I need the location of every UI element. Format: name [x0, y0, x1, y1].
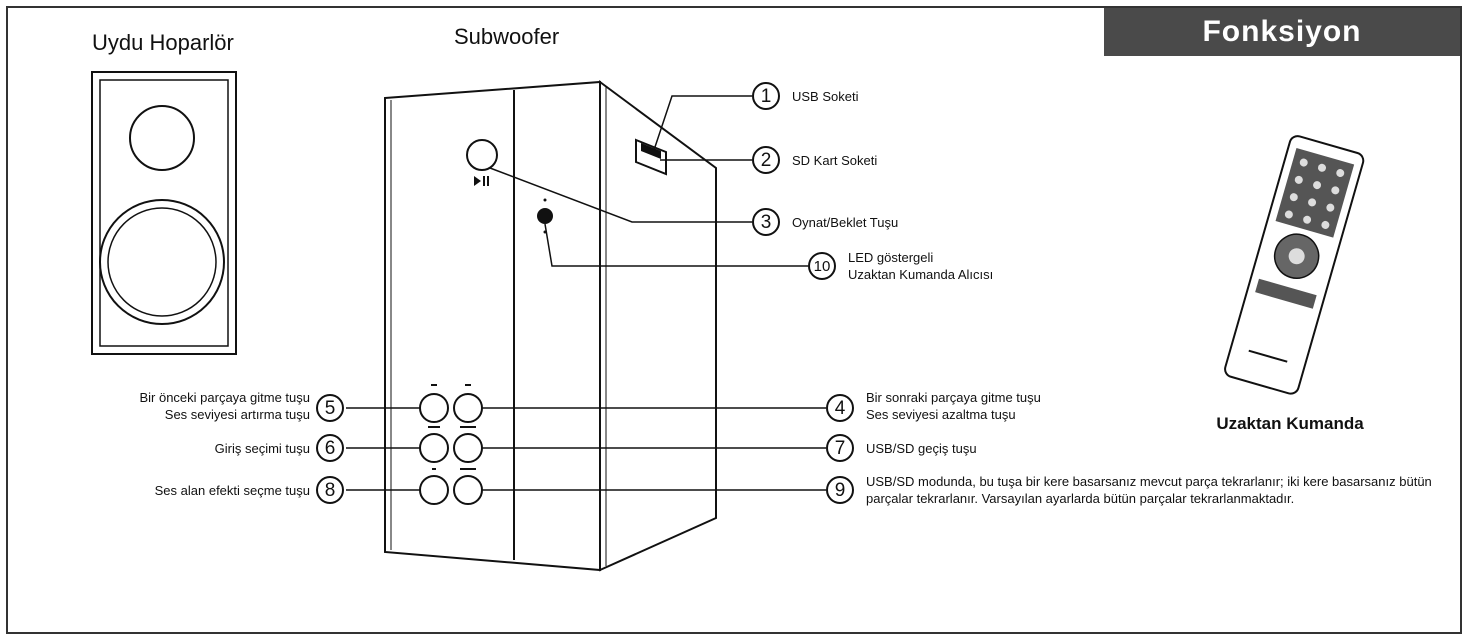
- play-pause-icon: [474, 176, 489, 186]
- usb-sd-sockets: [635, 138, 667, 176]
- callout-label-2: SD Kart Soketi: [792, 153, 878, 168]
- callout-label-4-line2: Ses seviyesi azaltma tuşu: [866, 407, 1016, 422]
- remote-control-caption: Uzaktan Kumanda: [1216, 414, 1364, 433]
- callout-marker-8: 8: [316, 476, 344, 504]
- callout-marker-2: 2: [752, 146, 780, 174]
- led-receiver: [537, 208, 553, 224]
- remote-control: [1224, 135, 1365, 395]
- callout-marker-7: 7: [826, 434, 854, 462]
- callout-marker-1: 1: [752, 82, 780, 110]
- play-pause-button: [466, 139, 498, 171]
- callout-label-1: USB Soketi: [792, 89, 859, 104]
- callout-marker-10: 10: [808, 252, 836, 280]
- subwoofer-heading: Subwoofer: [454, 24, 560, 49]
- callout-label-5-line2: Ses seviyesi artırma tuşu: [164, 407, 310, 422]
- page-title: Fonksiyon: [1104, 8, 1460, 56]
- callout-marker-4: 4: [826, 394, 854, 422]
- callout-label-3: Oynat/Beklet Tuşu: [792, 215, 899, 230]
- callout-label-5-line1: Bir önceki parçaya gitme tuşu: [139, 390, 310, 405]
- callout-label-10-line1: LED göstergeli: [848, 250, 934, 265]
- satellite-speaker: [91, 71, 237, 355]
- callout-label-4-line1: Bir sonraki parçaya gitme tuşu: [866, 390, 1041, 405]
- callout-marker-6: 6: [316, 434, 344, 462]
- leader-lines: [346, 95, 826, 491]
- callout-label-9: USB/SD modunda, bu tuşa bir kere basarsa…: [866, 474, 1432, 506]
- satellite-speaker-heading: Uydu Hoparlör: [92, 30, 234, 55]
- callout-marker-3: 3: [752, 208, 780, 236]
- callout-marker-9: 9: [826, 476, 854, 504]
- diagram-frame: [6, 6, 1462, 634]
- callout-label-8: Ses alan efekti seçme tuşu: [154, 483, 310, 498]
- callout-label-10-line2: Uzaktan Kumanda Alıcısı: [848, 267, 994, 282]
- panel-buttons: [419, 393, 483, 505]
- callout-marker-5: 5: [316, 394, 344, 422]
- callout-label-7: USB/SD geçiş tuşu: [866, 441, 977, 456]
- callout-label-6: Giriş seçimi tuşu: [214, 441, 310, 456]
